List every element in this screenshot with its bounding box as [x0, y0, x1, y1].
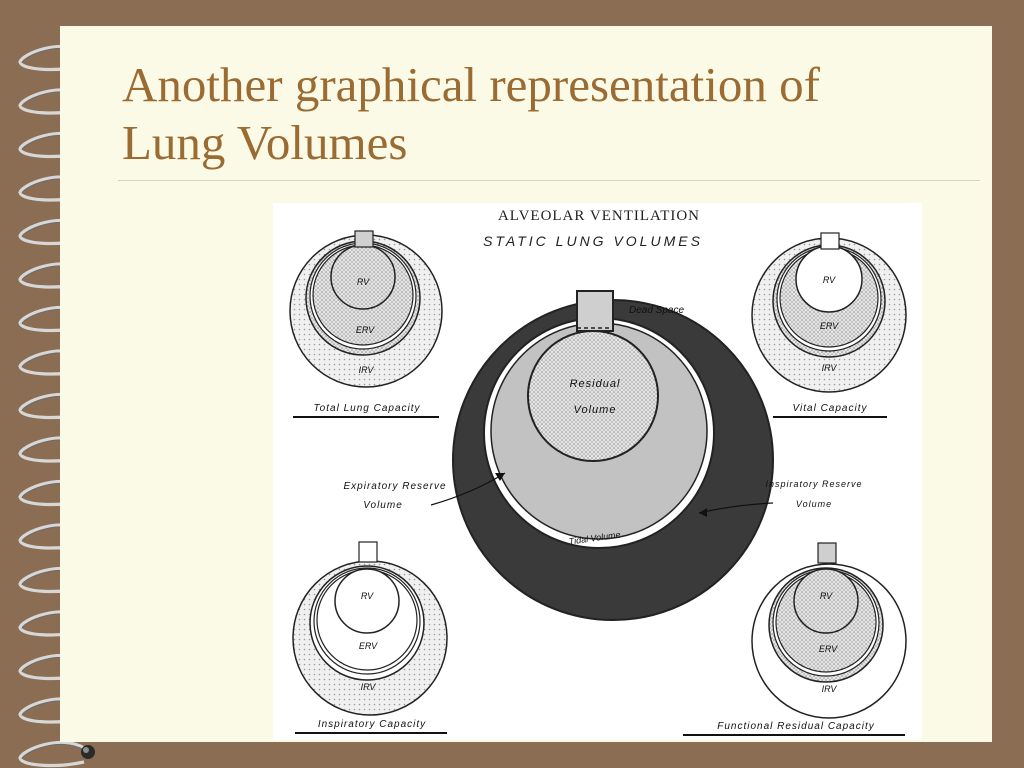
panel-total-lung-capacity: RV ERV IRV Total Lung Capacity: [289, 230, 443, 418]
spiral-ring: [18, 740, 95, 768]
frc-rv-label: RV: [820, 591, 833, 601]
vc-caption: Vital Capacity: [793, 403, 868, 414]
tlc-rv-label: RV: [357, 277, 370, 287]
erv-annotation-1: Expiratory Reserve: [343, 481, 446, 492]
dead-space-label: Dead Space: [629, 305, 684, 316]
slide-title: Another graphical representation of Lung…: [122, 56, 982, 172]
title-line-1: Another graphical representation of: [122, 57, 820, 112]
ic-irv-label: IRV: [361, 682, 377, 692]
irv-annotation-2: Volume: [796, 499, 832, 509]
frc-erv-label: ERV: [819, 644, 838, 654]
spiral-hole-highlight: [83, 747, 89, 753]
residual-volume-label-2: Volume: [574, 404, 617, 416]
panel-vital-capacity: RV ERV IRV Vital Capacity: [751, 232, 907, 418]
residual-volume-label-1: Residual: [570, 378, 621, 390]
vc-erv-label: ERV: [820, 321, 839, 331]
tlc-irv-label: IRV: [359, 365, 375, 375]
title-line-2: Lung Volumes: [122, 115, 408, 170]
ic-caption: Inspiratory Capacity: [318, 719, 426, 730]
erv-annotation-2: Volume: [363, 500, 403, 511]
center-lung: Dead Space Residual Volume Tidal Volume …: [343, 290, 862, 621]
title-divider: [118, 180, 980, 181]
panel-functional-residual-capacity: RV ERV IRV Functional Residual Capacity: [683, 542, 907, 736]
panel-inspiratory-capacity: RV ERV IRV Inspiratory Capacity: [292, 541, 448, 734]
spiral-wire: [18, 740, 85, 768]
irv-annotation-1: Inspiratory Reserve: [765, 479, 862, 489]
diagram-subheading: STATIC LUNG VOLUMES: [483, 233, 703, 249]
frc-caption: Functional Residual Capacity: [717, 721, 875, 732]
vc-irv-label: IRV: [822, 363, 838, 373]
tlc-erv-label: ERV: [356, 325, 375, 335]
ic-rv-label: RV: [361, 591, 374, 601]
lung-volumes-figure: ALVEOLAR VENTILATION STATIC LUNG VOLUMES…: [273, 203, 922, 740]
vc-rv-label: RV: [823, 275, 836, 285]
ic-erv-label: ERV: [359, 641, 378, 651]
spiral-wire-shadow: [21, 744, 85, 760]
diagram-heading: ALVEOLAR VENTILATION: [498, 208, 700, 224]
frc-irv-label: IRV: [822, 684, 838, 694]
tlc-caption: Total Lung Capacity: [313, 403, 420, 414]
lung-volumes-diagram: ALVEOLAR VENTILATION STATIC LUNG VOLUMES…: [289, 208, 907, 736]
